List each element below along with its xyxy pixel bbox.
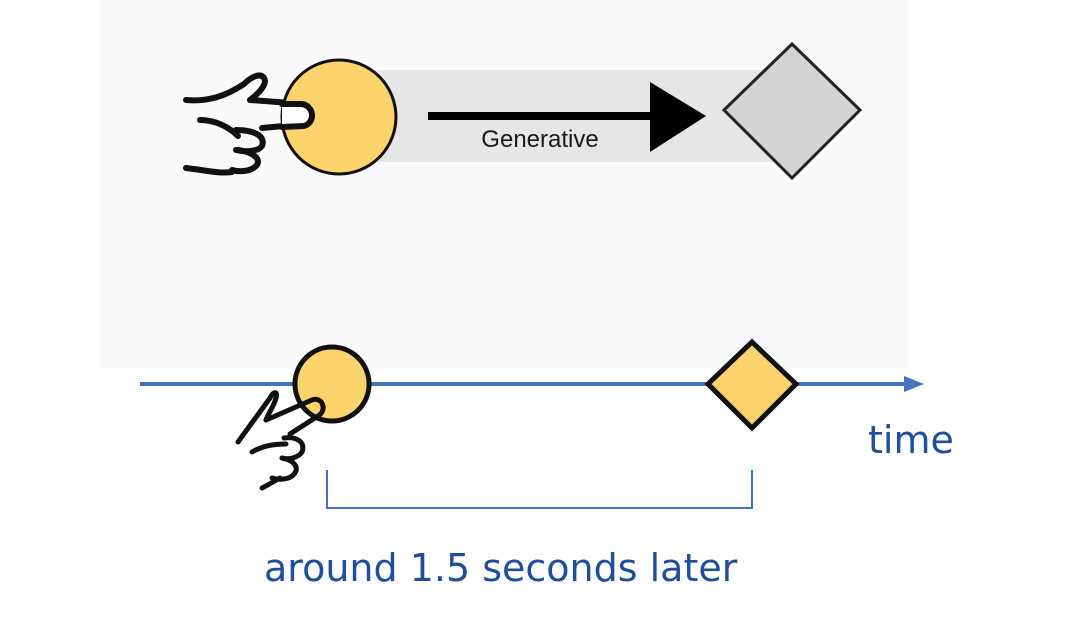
time-axis-arrowhead [904,376,924,392]
end-diamond-icon [704,338,800,432]
delay-caption: around 1.5 seconds later [264,546,738,590]
generative-label: Generative [481,126,598,153]
generative-arrowhead [650,82,706,152]
pointing-hand-icon [235,390,326,491]
delay-bracket [326,470,753,509]
generative-model-schematic: Generative [183,41,863,181]
timeline [140,338,924,509]
start-circle-icon [292,344,372,424]
output-diamond-icon [721,41,863,181]
finger-tip [279,101,315,130]
time-axis-label: time [868,418,954,462]
